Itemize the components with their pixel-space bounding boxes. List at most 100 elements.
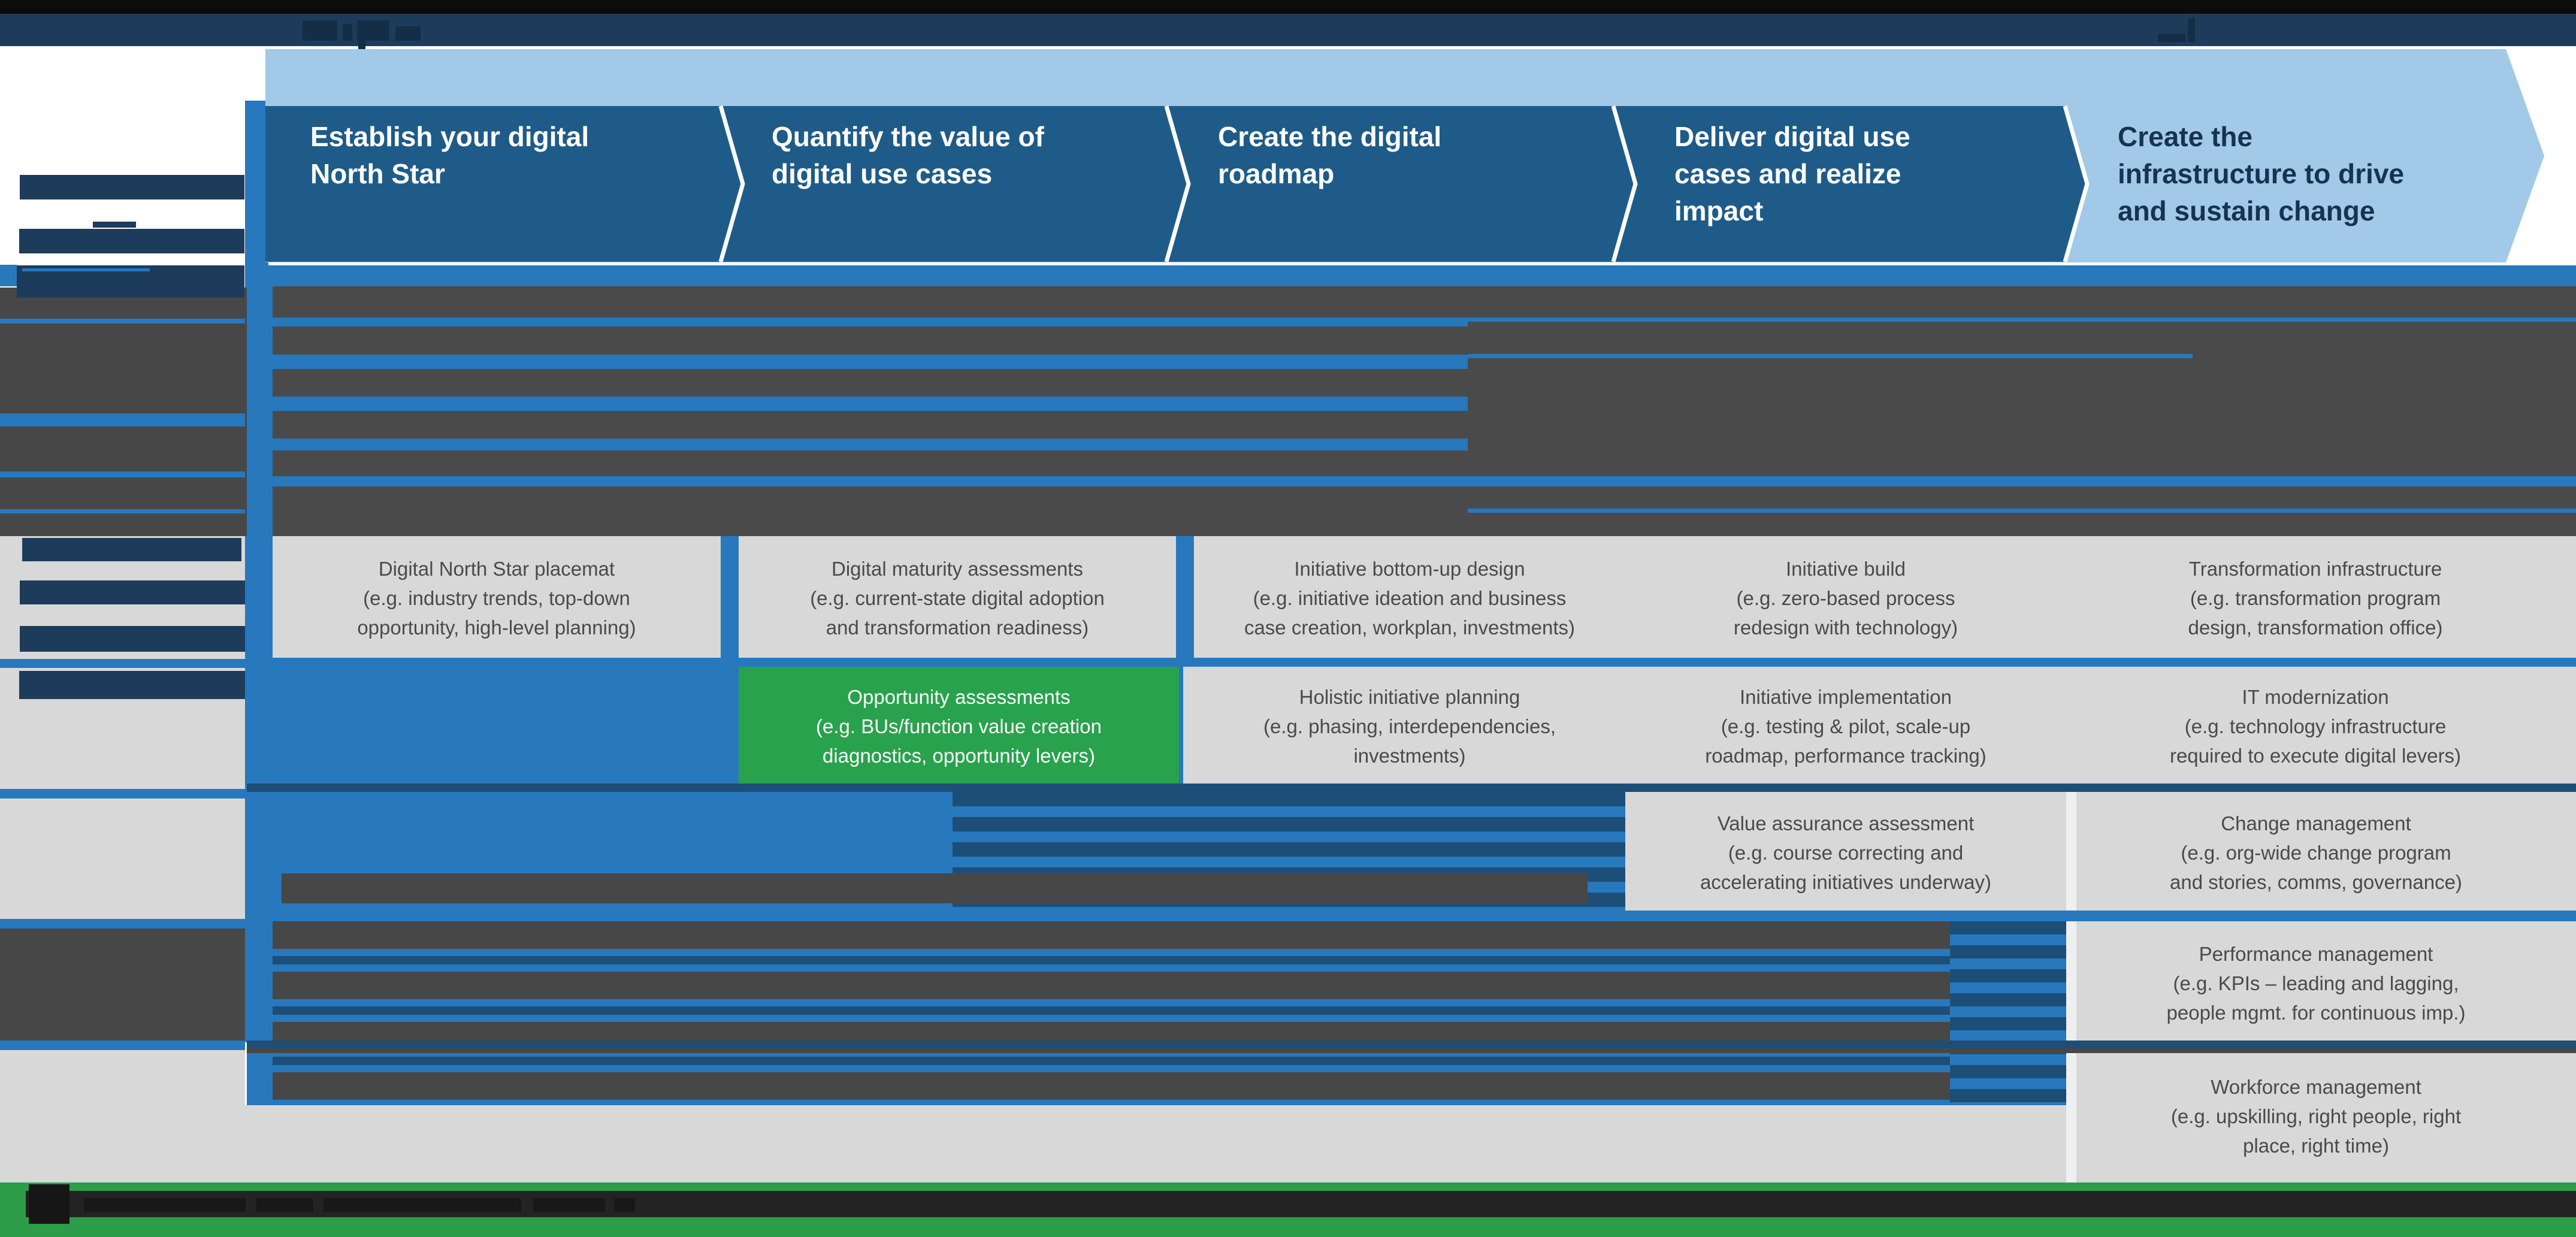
redacted-title-tick <box>93 222 136 228</box>
chevron-step-4: Deliver digital use cases and realize im… <box>1674 118 2028 229</box>
panel-divider-blue <box>0 1041 245 1050</box>
chevron-step-1: Establish your digital North Star <box>310 118 646 192</box>
chevron-step-3-line2: roadmap <box>1218 158 1335 189</box>
box-line: redesign with technology) <box>1733 616 1958 639</box>
box-initiative-implementation: Initiative implementation (e.g. testing … <box>1625 682 2066 770</box>
dark-chevron-band <box>265 106 2087 262</box>
box-digital-north-star: Digital North Star placemat (e.g. indust… <box>273 536 721 658</box>
box-line: (e.g. testing & pilot, scale-up <box>1721 715 1971 737</box>
redacted-thin-blue-line <box>1468 317 2576 322</box>
redacted-title-line-1 <box>20 175 244 199</box>
box-title: Performance management <box>2199 943 2433 965</box>
header-redacted-mark <box>2158 34 2185 42</box>
box-line: diagnostics, opportunity levers) <box>823 745 1095 767</box>
box-title: Initiative implementation <box>1739 686 1952 708</box>
box-line: and stories, comms, governance) <box>2170 871 2462 893</box>
panel-redacted-gray <box>0 928 245 1041</box>
chevron-step-5-line3: and sustain change <box>2118 195 2375 226</box>
box-line: (e.g. phasing, interdependencies, <box>1263 715 1556 737</box>
box-title: Initiative build <box>1786 558 1906 580</box>
row-gap-4-gray <box>247 1048 2576 1053</box>
redacted-title-line-2 <box>19 229 244 253</box>
box-it-modernization: IT modernization (e.g. technology infras… <box>2076 682 2555 770</box>
box-value-assurance: Value assurance assessment (e.g. course … <box>1625 792 2066 911</box>
box-line: (e.g. zero-based process <box>1736 587 1955 609</box>
footer-redacted-text <box>256 1198 313 1212</box>
box-line: design, transformation office) <box>2188 616 2443 639</box>
box-change-management-text: Change management (e.g. org-wide change … <box>2076 809 2556 897</box>
redacted-blue-line <box>0 509 245 513</box>
box-line: (e.g. BUs/function value creation <box>816 715 1102 737</box>
process-banner: Establish your digital North Star Quanti… <box>265 49 2544 262</box>
header-redacted-mark <box>357 20 389 41</box>
redacted-content-block <box>247 265 2576 536</box>
redacted-thin-blue-line <box>1468 509 2576 513</box>
footer-redacted-text <box>533 1198 605 1212</box>
header-redacted-mark <box>2188 18 2195 42</box>
box-line: opportunity, high-level planning) <box>357 616 636 639</box>
left-label-panel <box>0 536 245 1182</box>
box-line: (e.g. current-state digital adoption <box>810 587 1105 609</box>
box-title: Value assurance assessment <box>1717 812 1975 834</box>
panel-divider-blue <box>0 789 245 799</box>
redacted-blue-line <box>0 471 245 477</box>
row-gap-3 <box>247 911 2576 921</box>
chevron-separator-2 <box>1164 105 1191 262</box>
box-line: (e.g. KPIs – leading and lagging, <box>2173 972 2459 994</box>
box-transformation-infrastructure: Transformation infrastructure (e.g. tran… <box>2076 554 2555 642</box>
chevron-step-4-line3: impact <box>1674 195 1764 226</box>
chevron-separator-4 <box>2063 105 2090 262</box>
redacted-ghost-text <box>282 873 1588 903</box>
footer-redacted-text <box>323 1198 521 1212</box>
row-gap-4 <box>247 1041 2576 1048</box>
box-digital-maturity: Digital maturity assessments (e.g. curre… <box>739 536 1176 658</box>
box-line: roadmap, performance tracking) <box>1705 745 1987 767</box>
header-redacted-mark <box>343 24 352 41</box>
redacted-stripes-rows45-right <box>1950 921 2066 1105</box>
footer-redacted-text <box>84 1198 246 1212</box>
box-line: required to execute digital levers) <box>2169 745 2462 767</box>
column-seam <box>2066 792 2076 911</box>
box-workforce-management: Workforce management (e.g. upskilling, r… <box>2076 1053 2576 1182</box>
box-line: accelerating initiatives underway) <box>1700 871 1992 893</box>
chevron-separator-3 <box>1611 105 1638 262</box>
box-title: Digital maturity assessments <box>832 558 1083 580</box>
footer-logo-redacted <box>29 1184 69 1224</box>
chevron-step-1-line1: Establish your digital <box>310 121 589 152</box>
box-line: people mgmt. for continuous imp.) <box>2166 1002 2466 1024</box>
banner-arrow-graphic <box>265 49 2544 262</box>
redacted-title-line-3 <box>17 265 244 298</box>
box-line: (e.g. transformation program <box>2190 587 2441 609</box>
box-title: Change management <box>2221 812 2411 834</box>
box-initiative-bottom-up: Initiative bottom-up design (e.g. initia… <box>1194 554 1625 642</box>
box-line: case creation, workplan, investments) <box>1244 616 1576 639</box>
chevron-step-2: Quantify the value of digital use cases <box>772 118 1107 192</box>
box-change-management: Change management (e.g. org-wide change … <box>2076 792 2576 911</box>
redacted-label-line <box>22 538 241 561</box>
footer-redacted-text <box>614 1198 635 1212</box>
header-redacted-mark <box>303 20 337 41</box>
chevron-step-4-line1: Deliver digital use <box>1674 121 1910 152</box>
redacted-label-line <box>19 671 245 699</box>
left-redacted-gray-block <box>0 288 247 536</box>
chevron-separator-1 <box>718 105 745 262</box>
box-title: Opportunity assessments <box>847 686 1071 708</box>
box-line: (e.g. course correcting and <box>1728 842 1964 864</box>
box-title: Workforce management <box>2211 1076 2421 1098</box>
redacted-blue-notch <box>0 265 17 286</box>
box-line: investments) <box>1353 745 1466 767</box>
redacted-blue-line <box>0 319 245 323</box>
box-line: (e.g. initiative ideation and business <box>1253 587 1567 609</box>
chevron-step-3: Create the digital roadmap <box>1218 118 1553 192</box>
row-gap-2 <box>247 784 2576 792</box>
panel-divider-blue <box>0 659 245 668</box>
chevron-step-5-line1: Create the <box>2118 121 2253 152</box>
box-performance-management-text: Performance management (e.g. KPIs – lead… <box>2076 939 2556 1027</box>
panel-divider-blue <box>0 919 245 928</box>
chevron-step-4-line2: cases and realize <box>1674 158 1901 189</box>
box-line: and transformation readiness) <box>826 616 1089 639</box>
box-title: Digital North Star placemat <box>378 558 615 580</box>
header-redacted-mark <box>395 26 421 41</box>
box-initiative-build: Initiative build (e.g. zero-based proces… <box>1625 554 2066 642</box>
